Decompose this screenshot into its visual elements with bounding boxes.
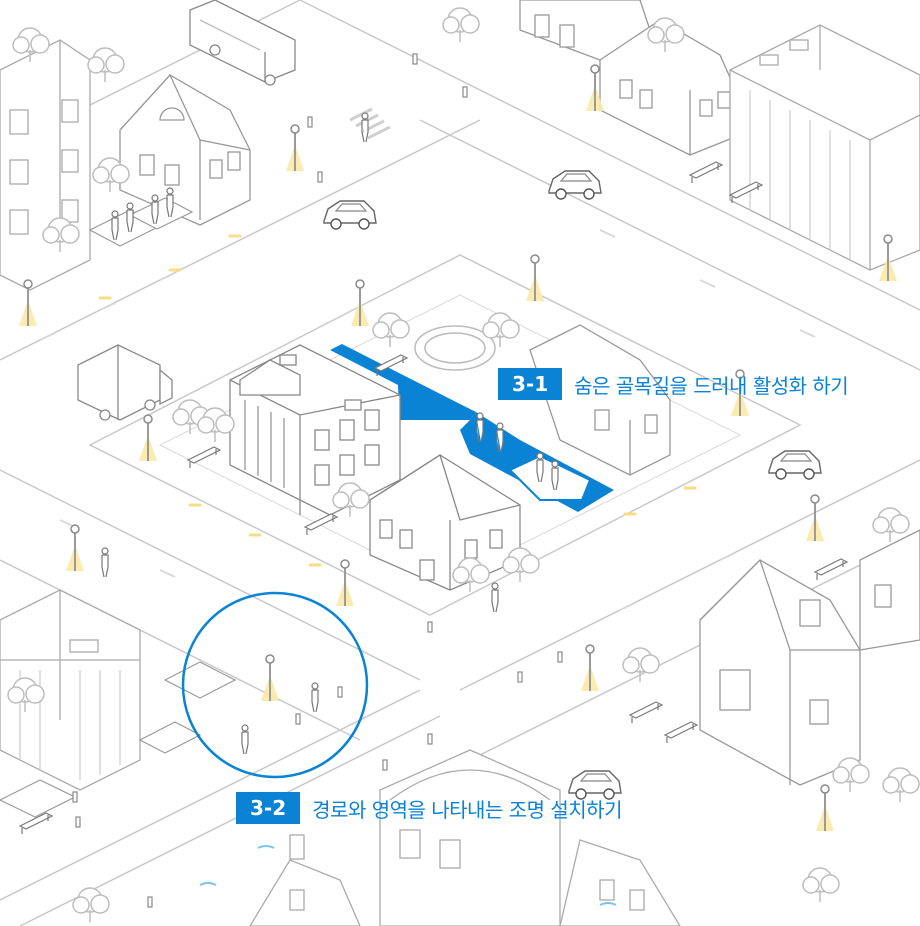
bus-icon (190, 0, 295, 85)
car-icon (324, 201, 376, 229)
annotation-badge: 3-2 (236, 792, 300, 824)
house-icon (120, 75, 250, 225)
car-icon (769, 451, 821, 479)
annotation-text: 숨은 골목길을 드러내 활성화 하기 (574, 370, 848, 399)
glass-building (730, 25, 920, 270)
annotation-badge: 3-1 (498, 368, 562, 400)
annotation-3-1: 3-1 숨은 골목길을 드러내 활성화 하기 (498, 368, 848, 400)
car-icon (549, 171, 601, 199)
truck-icon (78, 345, 172, 420)
house-icon (520, 0, 740, 155)
house-icon (700, 530, 920, 785)
annotation-3-2: 3-2 경로와 영역을 나타내는 조명 설치하기 (236, 792, 622, 824)
apartment-building (0, 40, 90, 290)
annotation-text: 경로와 영역을 나타내는 조명 설치하기 (312, 794, 622, 823)
house-icon (250, 750, 680, 926)
